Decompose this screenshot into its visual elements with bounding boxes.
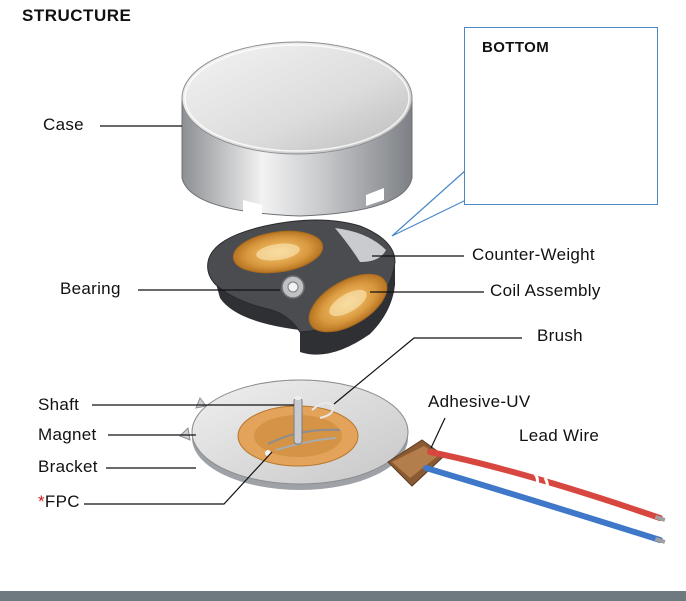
lead-wire-part: [387, 439, 666, 544]
fpc-text: FPC: [44, 492, 80, 511]
label-coil-assembly: Coil Assembly: [490, 281, 601, 300]
inset-callout: [391, 169, 467, 237]
label-fpc: *FPC: [38, 492, 80, 512]
bracket-part: [179, 379, 409, 490]
label-adhesive-uv: Adhesive-UV: [428, 392, 531, 411]
diagram-title: STRUCTURE: [22, 6, 132, 25]
label-case: Case: [43, 115, 84, 134]
leader-lines: [84, 125, 522, 505]
label-shaft: Shaft: [38, 395, 80, 414]
bottom-border: [0, 591, 686, 601]
label-brush: Brush: [537, 326, 583, 345]
fpc-asterisk: *: [38, 492, 45, 511]
label-bearing: Bearing: [60, 279, 121, 298]
label-counter-weight: Counter-Weight: [472, 245, 595, 264]
bottom-view-inset: BOTTOM: [464, 27, 658, 205]
rotor-part: [207, 219, 396, 355]
label-magnet: Magnet: [38, 425, 97, 444]
label-bracket: Bracket: [38, 457, 98, 476]
case-part: [181, 41, 413, 217]
inset-title: BOTTOM: [482, 39, 550, 56]
label-lead-wire: Lead Wire: [519, 426, 600, 445]
